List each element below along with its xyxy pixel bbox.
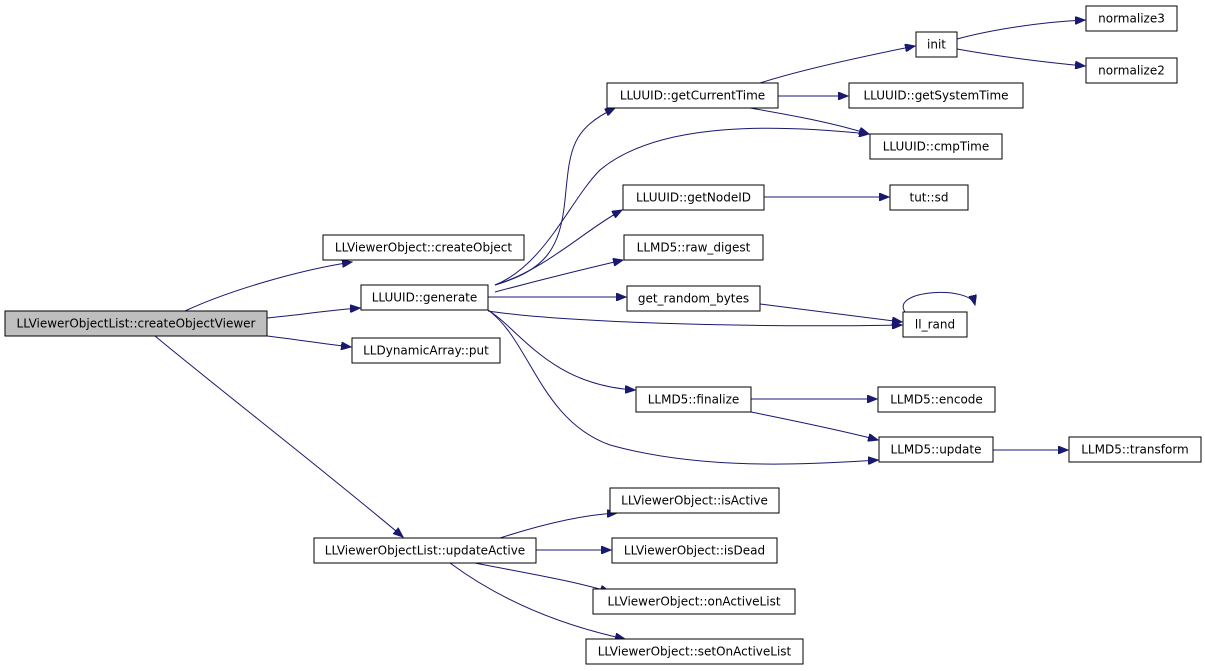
edge-root-to-put: [266, 335, 351, 347]
node-update[interactable]: LLMD5::update: [878, 436, 994, 463]
node-label: LLViewerObject::isActive: [621, 494, 768, 508]
node-createObject[interactable]: LLViewerObject::createObject: [322, 234, 525, 261]
edge-init-to-normalize3: [956, 20, 1085, 40]
node-box: [1085, 5, 1178, 32]
node-box: [606, 82, 779, 109]
node-label: LLMD5::finalize: [648, 393, 740, 407]
node-label: LLUUID::getSystemTime: [863, 89, 1008, 103]
node-label: LLMD5::raw_digest: [637, 241, 751, 255]
node-label: LLViewerObjectList::updateActive: [325, 544, 525, 558]
node-box: [878, 436, 994, 463]
node-box: [592, 588, 796, 615]
node-label: LLUUID::generate: [372, 291, 478, 305]
node-getCurrentTime[interactable]: LLUUID::getCurrentTime: [606, 82, 779, 109]
node-encode[interactable]: LLMD5::encode: [877, 386, 996, 413]
edges: [154, 20, 1085, 639]
node-label: LLUUID::cmpTime: [883, 140, 989, 154]
node-label: ll_rand: [915, 318, 955, 332]
edge-updateActive-to-onActiveList: [474, 562, 610, 592]
node-init[interactable]: init: [915, 31, 958, 58]
node-box: [848, 82, 1024, 109]
node-raw_digest[interactable]: LLMD5::raw_digest: [623, 234, 764, 261]
node-box: [626, 285, 761, 312]
node-setOnActiveList[interactable]: LLViewerObject::setOnActiveList: [585, 638, 804, 665]
node-ll_rand[interactable]: ll_rand: [902, 311, 968, 338]
node-box: [609, 487, 780, 514]
node-isDead[interactable]: LLViewerObject::isDead: [611, 537, 778, 564]
nodes: LLViewerObjectList::createObjectViewerLL…: [4, 5, 1202, 665]
node-box: [635, 386, 752, 413]
node-label: LLViewerObject::isDead: [624, 544, 765, 558]
node-box: [360, 284, 489, 311]
node-isActive[interactable]: LLViewerObject::isActive: [609, 487, 780, 514]
edge-root-to-createObject: [184, 262, 352, 312]
node-label: LLViewerObjectList::createObjectViewer: [17, 317, 256, 331]
node-box: [877, 386, 996, 413]
node-box: [585, 638, 804, 665]
node-label: LLMD5::encode: [890, 393, 983, 407]
node-getSystemTime[interactable]: LLUUID::getSystemTime: [848, 82, 1024, 109]
node-label: normalize2: [1098, 64, 1165, 78]
node-label: init: [927, 38, 946, 52]
node-box: [611, 537, 778, 564]
node-box: [869, 133, 1003, 160]
edge-generate-to-update: [487, 309, 878, 464]
node-label: tut::sd: [910, 191, 949, 205]
node-label: LLDynamicArray::put: [363, 344, 489, 358]
node-box: [902, 311, 968, 338]
edge-root-to-generate: [266, 308, 360, 319]
edge-getCurrentTime-to-cmpTime: [749, 107, 869, 134]
node-box: [623, 234, 764, 261]
node-label: LLMD5::transform: [1081, 443, 1189, 457]
node-updateActive[interactable]: LLViewerObjectList::updateActive: [313, 537, 537, 564]
edge-finalize-to-update: [750, 411, 878, 440]
node-get_random_bytes[interactable]: get_random_bytes: [626, 285, 761, 312]
node-label: get_random_bytes: [638, 292, 749, 306]
node-tut_sd[interactable]: tut::sd: [889, 184, 969, 211]
node-box: [4, 310, 268, 337]
node-label: normalize3: [1098, 12, 1165, 26]
edge-generate-to-getNodeID: [494, 210, 622, 286]
node-getNodeID[interactable]: LLUUID::getNodeID: [622, 184, 765, 211]
edge-get_random_bytes-to-ll_rand: [759, 303, 902, 322]
node-put[interactable]: LLDynamicArray::put: [351, 337, 501, 364]
node-label: LLUUID::getCurrentTime: [620, 89, 765, 103]
node-box: [351, 337, 501, 364]
node-box: [322, 234, 525, 261]
node-label: LLMD5::update: [891, 443, 982, 457]
node-transform[interactable]: LLMD5::transform: [1068, 436, 1202, 463]
node-box: [313, 537, 537, 564]
edge-updateActive-to-isActive: [499, 513, 617, 539]
edge-updateActive-to-setOnActiveList: [449, 562, 625, 639]
node-onActiveList[interactable]: LLViewerObject::onActiveList: [592, 588, 796, 615]
node-label: LLViewerObject::createObject: [335, 241, 512, 255]
node-box: [1085, 57, 1178, 84]
node-label: LLViewerObject::setOnActiveList: [598, 645, 792, 659]
node-normalize3[interactable]: normalize3: [1085, 5, 1178, 32]
node-finalize[interactable]: LLMD5::finalize: [635, 386, 752, 413]
node-generate[interactable]: LLUUID::generate: [360, 284, 489, 311]
edge-generate-to-ll_rand: [487, 310, 902, 326]
node-normalize2[interactable]: normalize2: [1085, 57, 1178, 84]
edge-getCurrentTime-to-init: [759, 46, 915, 84]
node-root[interactable]: LLViewerObjectList::createObjectViewer: [4, 310, 268, 337]
node-label: LLUUID::getNodeID: [636, 191, 751, 205]
node-box: [889, 184, 969, 211]
node-box: [915, 31, 958, 58]
node-cmpTime[interactable]: LLUUID::cmpTime: [869, 133, 1003, 160]
node-label: LLViewerObject::onActiveList: [607, 595, 780, 609]
node-box: [1068, 436, 1202, 463]
edge-generate-to-cmpTime: [494, 127, 869, 286]
edge-generate-to-finalize: [487, 309, 635, 390]
edge-ll_rand-to-ll_rand: [902, 291, 975, 313]
edge-init-to-normalize2: [956, 48, 1085, 66]
node-box: [622, 184, 765, 211]
edge-root-to-updateActive: [154, 335, 403, 537]
edge-generate-to-raw_digest: [494, 260, 623, 293]
